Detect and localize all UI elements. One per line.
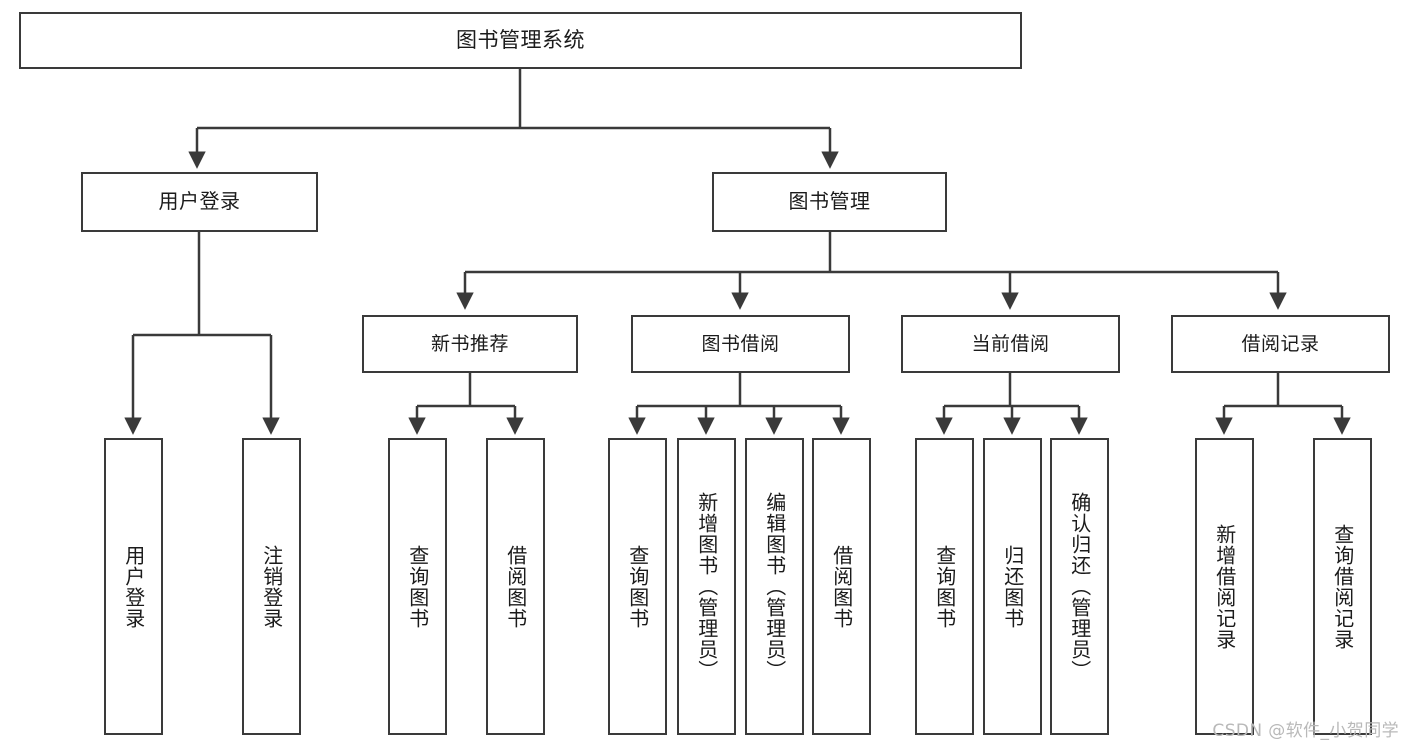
- node-book-management[interactable]: 图书管理: [712, 172, 947, 232]
- node-new-book-recommend[interactable]: 新书推荐: [362, 315, 578, 373]
- node-label: 借阅图书: [503, 544, 528, 629]
- node-label: 查询图书: [405, 544, 430, 629]
- node-label: 查询借阅记录: [1330, 523, 1355, 650]
- node-current-borrow[interactable]: 当前借阅: [901, 315, 1120, 373]
- node-book-borrow[interactable]: 图书借阅: [631, 315, 850, 373]
- leaf-book-borrow-edit[interactable]: 编辑图书（管理员）: [745, 438, 804, 735]
- node-label: 借阅记录: [1241, 332, 1320, 355]
- leaf-book-borrow-borrow[interactable]: 借阅图书: [812, 438, 871, 735]
- node-label: 编辑图书（管理员）: [762, 492, 787, 681]
- node-label: 新书推荐: [430, 332, 509, 355]
- node-label: 新增借阅记录: [1212, 523, 1237, 650]
- node-label: 当前借阅: [971, 332, 1050, 355]
- leaf-current-borrow-return[interactable]: 归还图书: [983, 438, 1042, 735]
- node-label: 图书借阅: [701, 332, 780, 355]
- node-label: 归还图书: [1000, 544, 1025, 629]
- leaf-current-borrow-confirm-return[interactable]: 确认归还（管理员）: [1050, 438, 1109, 735]
- leaf-new-book-borrow[interactable]: 借阅图书: [486, 438, 545, 735]
- node-label: 确认归还（管理员）: [1067, 492, 1092, 681]
- node-label: 查询图书: [625, 544, 650, 629]
- node-label: 注销登录: [259, 544, 284, 629]
- node-root-system[interactable]: 图书管理系统: [19, 12, 1022, 69]
- leaf-book-borrow-add[interactable]: 新增图书（管理员）: [677, 438, 736, 735]
- node-label: 用户登录: [121, 544, 146, 629]
- leaf-current-borrow-query[interactable]: 查询图书: [915, 438, 974, 735]
- leaf-borrow-record-query[interactable]: 查询借阅记录: [1313, 438, 1372, 735]
- node-label: 用户登录: [158, 189, 241, 214]
- node-label: 新增图书（管理员）: [694, 492, 719, 681]
- node-label: 借阅图书: [829, 544, 854, 629]
- node-user-login[interactable]: 用户登录: [81, 172, 318, 232]
- node-label: 查询图书: [932, 544, 957, 629]
- csdn-watermark: CSDN @软件_小贺同学: [1212, 721, 1399, 741]
- leaf-book-borrow-query[interactable]: 查询图书: [608, 438, 667, 735]
- leaf-user-login-login[interactable]: 用户登录: [104, 438, 163, 735]
- leaf-user-login-logout[interactable]: 注销登录: [242, 438, 301, 735]
- leaf-borrow-record-add[interactable]: 新增借阅记录: [1195, 438, 1254, 735]
- node-label: 图书管理: [788, 189, 871, 214]
- leaf-new-book-query[interactable]: 查询图书: [388, 438, 447, 735]
- node-borrow-record[interactable]: 借阅记录: [1171, 315, 1390, 373]
- node-label: 图书管理系统: [456, 28, 585, 53]
